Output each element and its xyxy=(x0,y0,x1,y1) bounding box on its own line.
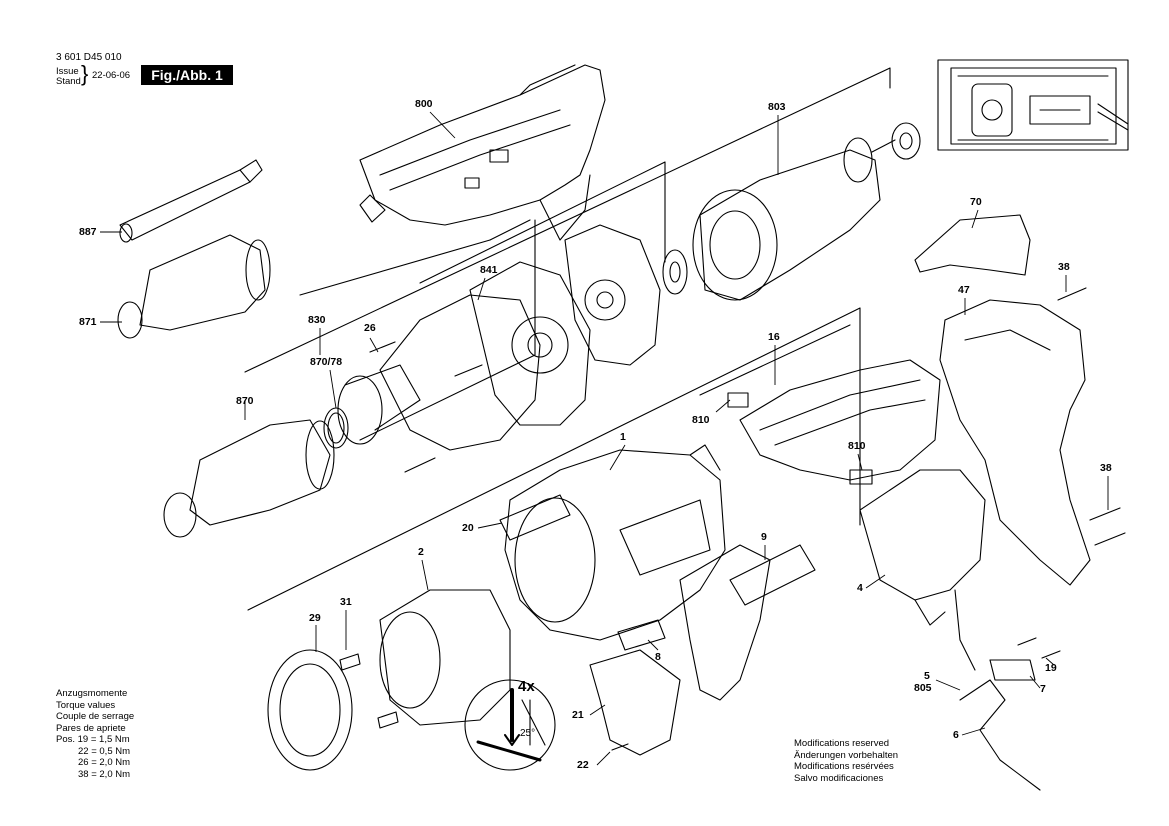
callout-805: 805 xyxy=(914,682,932,694)
torque-line: Couple de serrage xyxy=(56,711,135,722)
detail-multiplier: 4x xyxy=(518,678,535,695)
switch-4 xyxy=(859,469,986,601)
torque-value: 38 = 2,0 Nm xyxy=(78,768,131,780)
torque-value: 22 = 0,5 Nm xyxy=(78,745,131,757)
torque-table: Anzugsmomente Torque values Couple de se… xyxy=(56,688,134,780)
callout-800: 800 xyxy=(415,98,433,110)
callout-47: 47 xyxy=(958,284,970,296)
callout-803: 803 xyxy=(768,101,786,113)
screw-22 xyxy=(611,743,629,751)
detail-angle: 25° xyxy=(520,728,536,739)
notice-line: Salvo modificaciones xyxy=(794,772,884,784)
callout-871: 871 xyxy=(79,316,97,328)
callout-70: 70 xyxy=(970,196,982,208)
callout-887: 887 xyxy=(79,226,97,238)
stand-label: Stand xyxy=(56,76,81,87)
callout-19: 19 xyxy=(1045,662,1057,674)
pin-31a xyxy=(339,653,361,671)
grip xyxy=(679,544,771,701)
callout-16: 16 xyxy=(768,331,780,343)
callout-20: 20 xyxy=(462,522,474,534)
callout-9: 9 xyxy=(761,531,767,543)
notice-line: Modifications resérvées xyxy=(794,761,894,772)
callout-870-78: 870/78 xyxy=(310,356,343,368)
callout-22: 22 xyxy=(577,759,589,771)
depth-attachment-800 xyxy=(359,64,606,241)
brace: } xyxy=(81,61,89,86)
callout-29: 29 xyxy=(309,612,321,624)
harness-16 xyxy=(739,359,941,481)
torque-line: Torque values xyxy=(56,699,116,711)
label-9 xyxy=(729,544,816,606)
torque-value: Pos. 19 = 1,5 Nm xyxy=(56,734,130,745)
nose-871 xyxy=(117,234,271,339)
brush-810a xyxy=(727,392,749,408)
callout-4: 4 xyxy=(857,582,863,594)
callout-830: 830 xyxy=(308,314,326,326)
issue-date: 22-06-06 xyxy=(92,70,131,81)
callout-2: 2 xyxy=(418,546,424,558)
screw-19a xyxy=(1017,637,1037,646)
label-20 xyxy=(499,494,571,541)
screw-38a xyxy=(1057,287,1087,301)
pin-31b xyxy=(377,711,399,729)
brush-810b xyxy=(849,469,873,485)
gear-housing-830 xyxy=(337,294,541,451)
cord-6 xyxy=(959,679,1041,791)
doc-number: 3 601 D45 010 xyxy=(56,52,122,63)
torque-line: Pares de apriete xyxy=(56,722,126,734)
issue-label: Issue xyxy=(56,66,79,77)
callout-38-top: 38 xyxy=(1058,261,1070,273)
label-8 xyxy=(617,619,666,651)
callout-841: 841 xyxy=(480,264,498,276)
callout-31: 31 xyxy=(340,596,352,608)
cover-21 xyxy=(589,649,681,756)
callout-870: 870 xyxy=(236,395,254,407)
callout-1: 1 xyxy=(620,431,626,443)
detail-circle xyxy=(464,679,556,771)
modifications-notice: Modifications reserved Änderungen vorbeh… xyxy=(794,738,898,784)
screw-26 xyxy=(369,341,396,353)
figure-badge: Fig./Abb. 1 xyxy=(141,65,233,85)
nose-870 xyxy=(163,419,335,538)
armature-803 xyxy=(662,122,921,301)
handle-shell-47 xyxy=(939,299,1091,586)
torque-value: 26 = 2,0 Nm xyxy=(78,757,131,768)
ring-29 xyxy=(267,649,353,771)
screw-19b xyxy=(1041,650,1061,659)
motor-housing-1 xyxy=(504,444,726,641)
callout-810-left: 810 xyxy=(692,414,710,426)
callout-7: 7 xyxy=(1040,683,1046,695)
screw-lower xyxy=(404,457,436,473)
notice-line: Änderungen vorbehalten xyxy=(794,749,899,761)
screw-38b xyxy=(1089,507,1121,521)
torque-line: Anzugsmomente xyxy=(56,688,128,699)
bit-holder-887 xyxy=(119,159,263,243)
callout-21: 21 xyxy=(572,709,584,721)
callout-38-right: 38 xyxy=(1100,462,1112,474)
stator-2 xyxy=(379,589,511,726)
callout-5: 5 xyxy=(924,670,930,682)
cover-70 xyxy=(914,214,1031,276)
callout-810-right: 810 xyxy=(848,440,866,452)
plate-841 xyxy=(469,224,661,426)
callout-26: 26 xyxy=(364,322,376,334)
screw-mid xyxy=(454,364,483,377)
callout-8: 8 xyxy=(655,651,661,663)
notice-line: Modifications reserved xyxy=(794,738,890,749)
clamp-7 xyxy=(989,659,1036,681)
callout-6: 6 xyxy=(953,729,959,741)
wiring-schematic xyxy=(937,59,1129,151)
